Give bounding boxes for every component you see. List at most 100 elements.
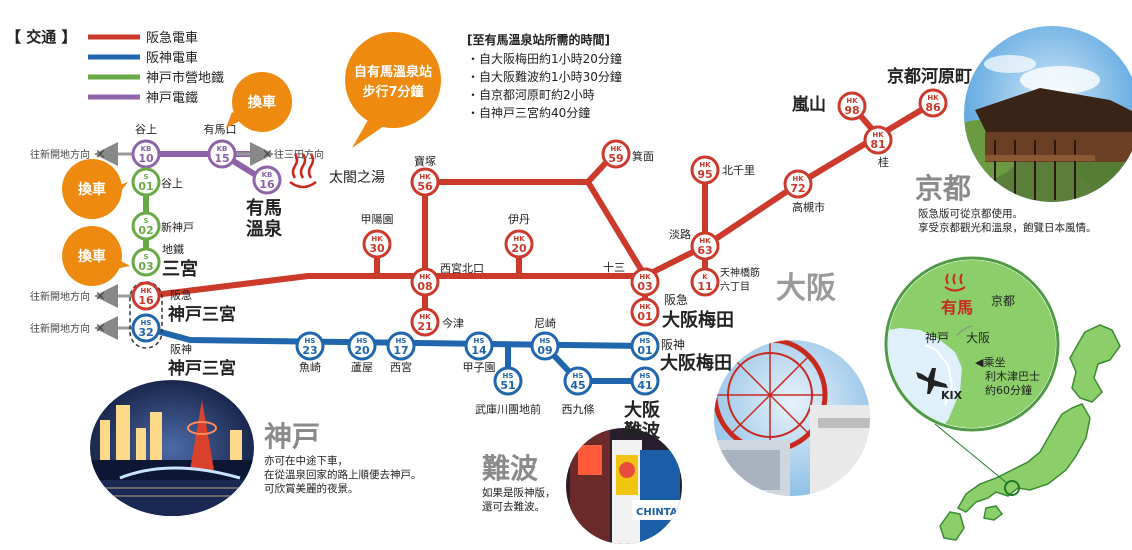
station-code-s03: S (143, 253, 148, 261)
station-circle-kb16 (252, 165, 282, 195)
station-number-hs01: 01 (637, 344, 652, 357)
legend-label-subway: 神戸市營地鐵 (146, 70, 224, 86)
travel-time-sannomiya: ・自神戸三宮約40分鐘 (467, 105, 590, 120)
station-name-hs41-1: 大阪 (624, 399, 661, 421)
station-name-s03-2: 三宮 (162, 258, 198, 280)
transfer-label: 換車 (248, 94, 276, 111)
station-circle-hs23 (295, 331, 325, 361)
taiko-onsen-icon (289, 153, 317, 189)
station-circle-hk98 (837, 91, 867, 121)
station-circle-hs32 (131, 313, 161, 343)
station-code-hs09: HS (540, 337, 551, 345)
station-number-hk63: 63 (697, 244, 712, 257)
legend: 【 交通 】 阪急電車 阪神電車 神戸市營地鐵 神戸電鐵 (6, 28, 224, 106)
station-code-kb10: KB (141, 145, 152, 153)
station-name-hs14: 甲子園 (463, 361, 496, 374)
station-circle-hs45 (563, 366, 593, 396)
station-code-hk30: HK (371, 235, 383, 243)
station-name-hs09: 尼崎 (534, 316, 556, 330)
direction-shinkaichi-3: 往新開地方向 (30, 322, 90, 335)
station-number-s03: 03 (138, 260, 153, 273)
station-name-hs01-1: 阪神 (661, 338, 685, 352)
close-x-icon: × (95, 147, 106, 162)
station-number-hk56: 56 (417, 180, 433, 193)
area-title-osaka: 大阪 (776, 271, 836, 306)
station-number-hk59: 59 (608, 152, 623, 165)
station-number-hk01: 01 (637, 310, 652, 323)
station-name-s01: 谷上 (161, 177, 183, 190)
station-labels: 谷上 有馬口 谷上 新神戸 地鐵 三宮 阪急 神戸三宮 阪神 神戸三宮 甲陽園 … (135, 66, 972, 442)
station-name-hs51: 武庫川團地前 (475, 402, 541, 416)
station-number-hs09: 09 (537, 344, 552, 357)
station-name-hs45: 西九條 (562, 402, 595, 416)
station-number-hk95: 95 (697, 168, 712, 181)
station-circle-hk81 (863, 125, 893, 155)
inset-bus-line2: 利木津巴士 (985, 370, 1040, 383)
station-name-s03-1: 地鐵 (162, 242, 184, 256)
transfer-label: 換車 (78, 248, 106, 265)
station-circle-hk59 (601, 139, 631, 169)
inset-bus-line3: 約60分鐘 (985, 383, 1032, 397)
station-code-hk59: HK (610, 145, 622, 153)
station-code-s01: S (143, 173, 148, 181)
inset-callout-line (934, 423, 1009, 485)
station-circle-hk72 (783, 169, 813, 199)
station-circle-hk63 (690, 231, 720, 261)
station-number-hk08: 08 (417, 280, 432, 293)
station-code-hs23: HS (305, 337, 316, 345)
station-name-hk95: 北千里 (722, 164, 755, 177)
area-desc-kobe-3: 可欣賞美麗的夜景。 (264, 482, 359, 495)
travel-times: [至有馬溫泉站所需的時間] ・自大阪梅田約1小時20分鐘 ・自大阪難波約1小時3… (467, 32, 622, 120)
station-number-hs17: 17 (393, 344, 408, 357)
station-code-hk20: HK (513, 235, 525, 243)
station-marker-hk11: K11 (690, 267, 720, 297)
station-code-hs01: HS (640, 337, 651, 345)
station-code-hk21: HK (419, 313, 431, 321)
travel-time-umeda: ・自大阪梅田約1小時20分鐘 (467, 51, 622, 66)
station-name-hk01-2: 大阪梅田 (662, 309, 734, 331)
transfer-callout-sannomiya: 換車 (62, 226, 130, 286)
area-title-namba: 難波 (482, 452, 539, 485)
station-circle-hk08 (410, 267, 440, 297)
station-code-hk01: HK (639, 303, 651, 311)
station-code-hk03: HK (639, 273, 651, 281)
station-name-hs32-2: 神戸三宮 (168, 358, 236, 379)
station-circle-hs41 (630, 366, 660, 396)
station-circle-hk16 (131, 281, 161, 311)
station-number-hk86: 86 (925, 101, 941, 114)
station-name-hk30: 甲陽園 (361, 213, 394, 226)
travel-times-title: [至有馬溫泉站所需的時間] (467, 32, 610, 47)
station-marker-s01: S01 (131, 167, 161, 197)
station-number-hs32: 32 (138, 326, 153, 339)
station-name-hk01-1: 阪急 (664, 292, 688, 307)
station-code-hs41: HS (640, 372, 651, 380)
station-name-s02: 新神戸 (161, 220, 194, 234)
station-code-hk72: HK (792, 175, 804, 183)
transfer-label: 換車 (78, 181, 106, 198)
station-code-hk81: HK (872, 131, 884, 139)
station-circle-hk21 (410, 307, 440, 337)
station-circle-kb10 (131, 139, 161, 169)
walk-callout-line1: 自有馬溫泉站 (354, 64, 432, 80)
arima-onsen-label-2: 溫泉 (246, 218, 283, 240)
station-number-hs23: 23 (302, 344, 317, 357)
station-number-hs14: 14 (471, 344, 487, 357)
station-code-hs32: HS (141, 319, 152, 327)
station-code-hs45: HS (573, 372, 584, 380)
station-circle-hs01 (630, 331, 660, 361)
close-x-icon: × (95, 321, 106, 336)
station-name-k11-2: 六丁目 (720, 281, 750, 293)
